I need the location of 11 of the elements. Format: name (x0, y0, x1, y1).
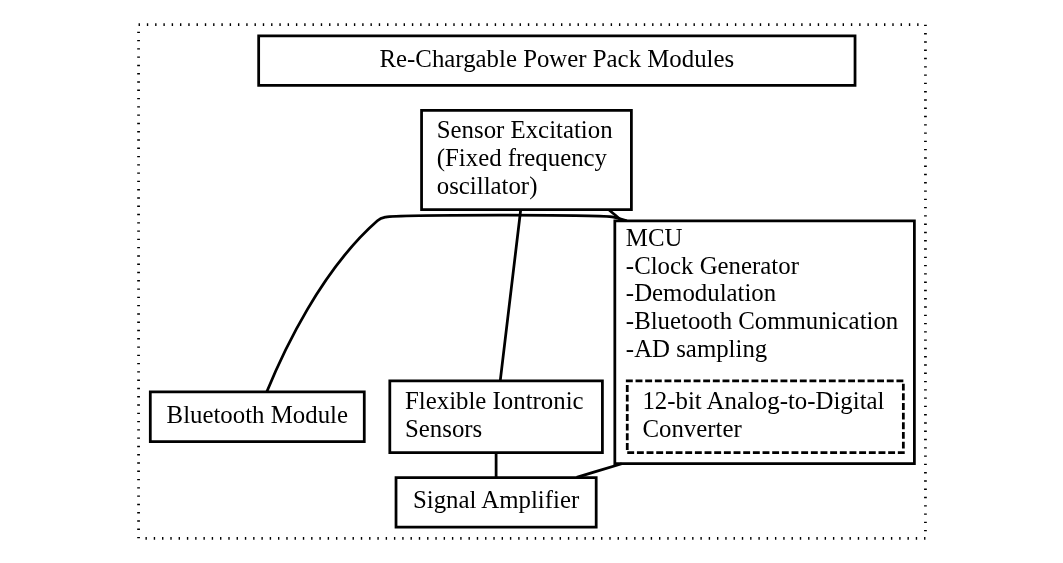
node-box: Signal Amplifier (394, 476, 598, 529)
node-box: Re-Chargable Power Pack Modules (256, 34, 856, 87)
node-box: Bluetooth Module (148, 390, 366, 443)
connector (498, 209, 522, 381)
connector (494, 452, 497, 478)
node-box: Sensor Excitation (Fixed frequency oscillator) (419, 108, 633, 212)
node-box: 12-bit Analog-to-Digital Converter (625, 379, 905, 455)
node-box: Flexible Iontronic Sensors (387, 379, 604, 455)
connector (265, 213, 627, 393)
connector (575, 462, 622, 479)
cluster (136, 23, 927, 540)
